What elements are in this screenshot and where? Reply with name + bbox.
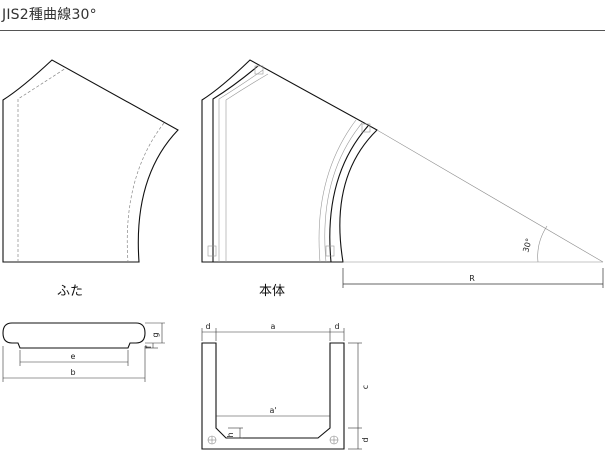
section-dim-c: c <box>361 385 370 389</box>
body-label: 本体 <box>259 284 285 299</box>
lid-dim-g: g <box>151 332 160 337</box>
radius-construction <box>343 129 604 263</box>
angle-label: 30° <box>521 237 533 253</box>
section-dimensions <box>201 328 362 450</box>
lid-dimensions <box>2 322 165 382</box>
lid-plan-view <box>2 59 179 263</box>
section-dim-d-bottom: d <box>361 437 370 442</box>
section-dim-a: a <box>271 322 276 331</box>
lid-dim-b: b <box>70 368 75 377</box>
body-section <box>201 342 345 450</box>
radius-dimension <box>342 268 604 288</box>
lid-label: ふた <box>57 284 83 299</box>
section-dim-d-left: d <box>205 322 210 331</box>
lid-dim-f: f <box>144 345 153 348</box>
lid-hidden-lines <box>17 67 165 263</box>
section-dim-h: h <box>226 432 235 437</box>
body-plan-view <box>201 59 378 263</box>
section-dim-a-prime: a' <box>269 406 276 415</box>
radius-label: R <box>469 274 475 283</box>
section-dim-d-right: d <box>334 322 339 331</box>
title-underline <box>0 30 605 31</box>
lid-section <box>2 322 146 349</box>
lid-dim-e: e <box>71 352 76 361</box>
body-section-inner <box>207 435 339 445</box>
body-inner-lines <box>207 65 371 263</box>
page-title: JIS2種曲線30° <box>2 7 97 23</box>
